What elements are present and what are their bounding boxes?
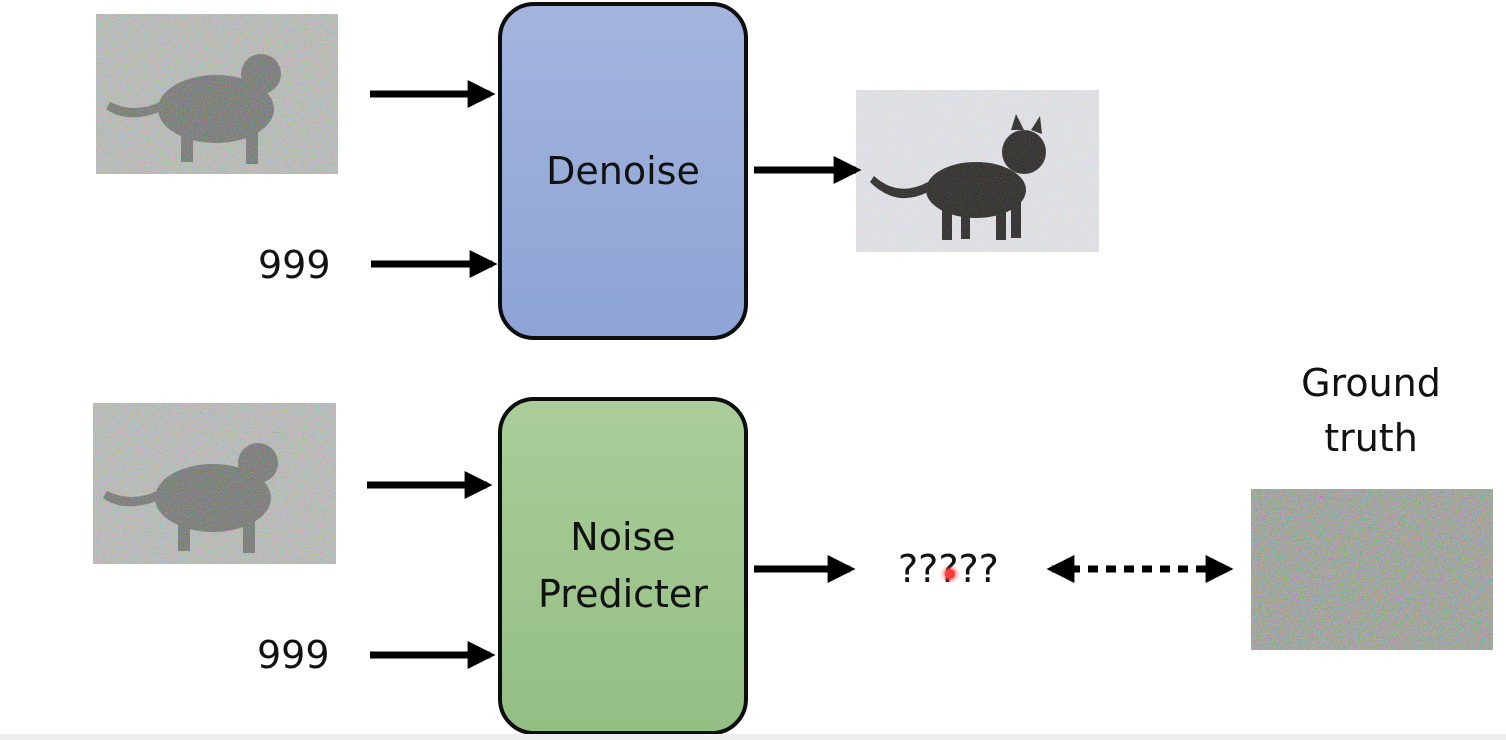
pure-noise-image bbox=[1251, 489, 1493, 650]
noisy-cat-image-top bbox=[96, 14, 338, 174]
step-label-top: 999 bbox=[258, 243, 331, 287]
noise-predicter-block-label: Noise Predicter bbox=[538, 515, 708, 616]
step-label-bottom: 999 bbox=[257, 633, 330, 677]
bottom-edge-band bbox=[0, 734, 1506, 740]
denoise-block: Denoise bbox=[498, 2, 748, 340]
less-noisy-cat-image bbox=[856, 90, 1099, 252]
noise-predicter-block: Noise Predicter bbox=[498, 397, 748, 735]
cursor-highlight-dot bbox=[940, 564, 960, 584]
ground-truth-label: Ground truth bbox=[1301, 361, 1441, 461]
noisy-cat-image-bottom bbox=[93, 403, 336, 564]
denoise-block-label: Denoise bbox=[546, 148, 700, 193]
